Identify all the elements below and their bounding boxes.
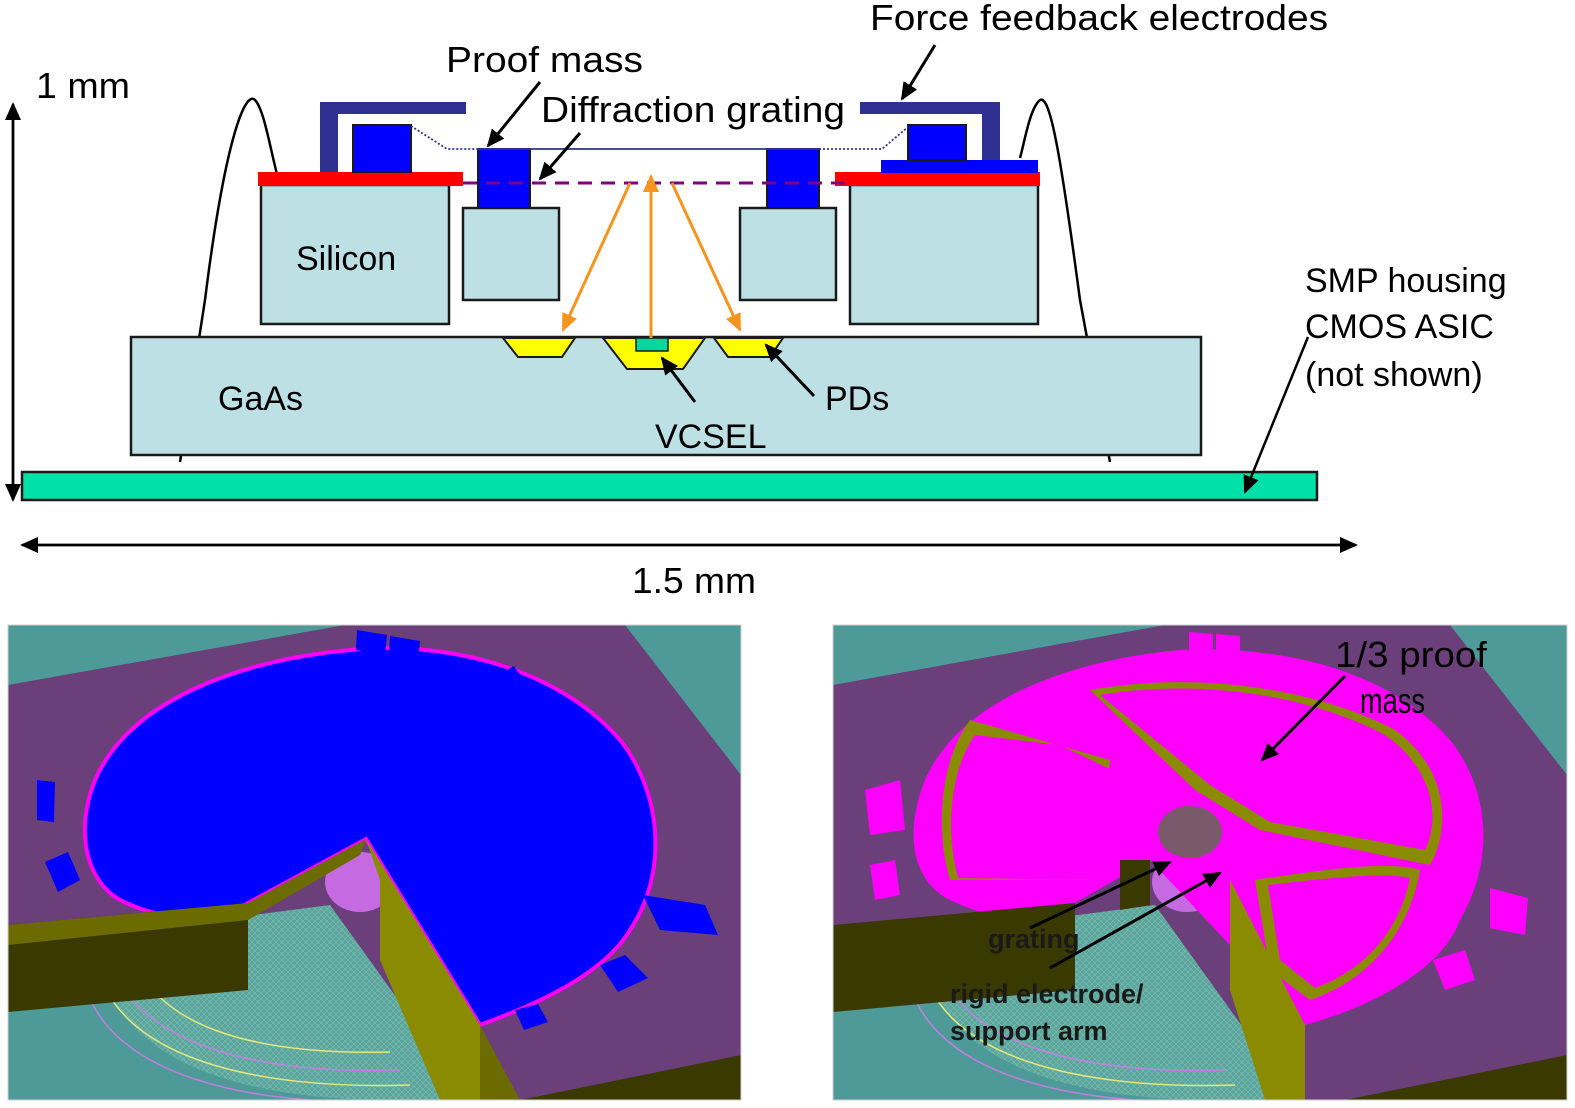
label-force-feedback: Force feedback electrodes — [870, 0, 1328, 38]
label-third-proof-mass-line2: mass — [1360, 680, 1425, 721]
label-smp-line3: (not shown) — [1305, 356, 1483, 394]
bond-wire-left — [178, 97, 282, 463]
label-proof-mass: Proof mass — [446, 39, 643, 80]
light-beam-diffracted-right — [670, 182, 742, 332]
callout-arrow-vcsel — [660, 356, 697, 403]
label-height-scale: 1 mm — [36, 65, 130, 106]
label-rigid-electrode-line2: support arm — [950, 1016, 1108, 1046]
label-vcsel: VCSEL — [655, 418, 767, 456]
render-right-base-block — [1345, 1055, 1567, 1100]
oxide-layer-right — [835, 172, 1040, 186]
label-width-scale: 1.5 mm — [632, 560, 756, 601]
silicon-inner-right — [738, 206, 838, 302]
render-right-wall-front-inner — [1120, 860, 1150, 910]
render-left — [8, 625, 741, 1100]
oxide-layer-left — [258, 172, 463, 186]
callout-arrow-proof-mass — [486, 81, 542, 148]
photodiode-left — [500, 337, 577, 358]
callout-arrow-grating — [538, 132, 582, 181]
membrane-spring-left — [410, 125, 478, 150]
callout-arrow-right-grating — [1029, 860, 1172, 930]
label-silicon: Silicon — [296, 240, 396, 278]
force-feedback-electrode-left — [320, 102, 466, 172]
render-right-segment-top — [1100, 688, 1433, 850]
silicon-right — [848, 183, 1040, 326]
label-third-proof-mass-line1: 1/3 proof — [1335, 634, 1488, 675]
render-right-wall-side — [1230, 880, 1305, 1100]
proof-mass-inner-right — [766, 148, 820, 209]
label-gaas: GaAs — [218, 380, 303, 418]
cross-section: Force feedback electrodes Proof mass Dif… — [4, 0, 1507, 601]
force-feedback-electrode-right — [860, 102, 1000, 160]
vcsel — [635, 337, 669, 352]
callout-arrow-smp — [1243, 336, 1310, 494]
vcsel-pit — [600, 337, 707, 370]
label-grating: grating — [988, 924, 1080, 954]
render-right-pads — [865, 632, 1528, 990]
callout-arrow-pds — [764, 343, 816, 398]
callout-arrow-third-proof-mass — [1260, 674, 1347, 762]
render-left-wall-side — [366, 839, 480, 1100]
render-right-wall-front — [833, 903, 1075, 1012]
proof-mass-outer-left — [352, 124, 412, 173]
render-right-frame — [832, 624, 1568, 1101]
render-right-segment-left — [951, 735, 1112, 880]
label-diffraction-grating: Diffraction grating — [541, 89, 845, 130]
label-pds: PDs — [825, 380, 889, 418]
smp-housing — [20, 470, 1319, 502]
proof-mass-inner-left — [477, 148, 531, 209]
render-right-segment-right — [1268, 875, 1410, 988]
light-beam-diffracted-left — [561, 182, 632, 332]
render-left-wall-top — [8, 839, 366, 945]
callout-arrow-rigid-electrode — [1049, 871, 1222, 970]
label-rigid-electrode-line1: rigid electrode/ — [950, 979, 1144, 1009]
proof-mass-outer-right — [907, 124, 967, 161]
render-right-center-hole — [1158, 806, 1222, 858]
electrode-pad-right — [881, 160, 1038, 173]
label-smp-line1: SMP housing — [1305, 262, 1507, 300]
silicon-inner-left — [461, 206, 561, 302]
render-left-frame — [7, 624, 742, 1101]
label-smp-line2: CMOS ASIC — [1305, 308, 1494, 346]
render-left-tethers — [37, 630, 718, 1030]
callout-arrow-force-feedback — [900, 44, 937, 101]
render-left-base-block — [520, 1055, 741, 1100]
silicon-left — [259, 183, 451, 326]
render-left-wall-right — [480, 1025, 520, 1100]
membrane-spring-right — [819, 126, 909, 150]
bond-wire-right — [1018, 98, 1112, 463]
render-right: 1/3 proof mass grating rigid electrode/ … — [833, 625, 1567, 1100]
